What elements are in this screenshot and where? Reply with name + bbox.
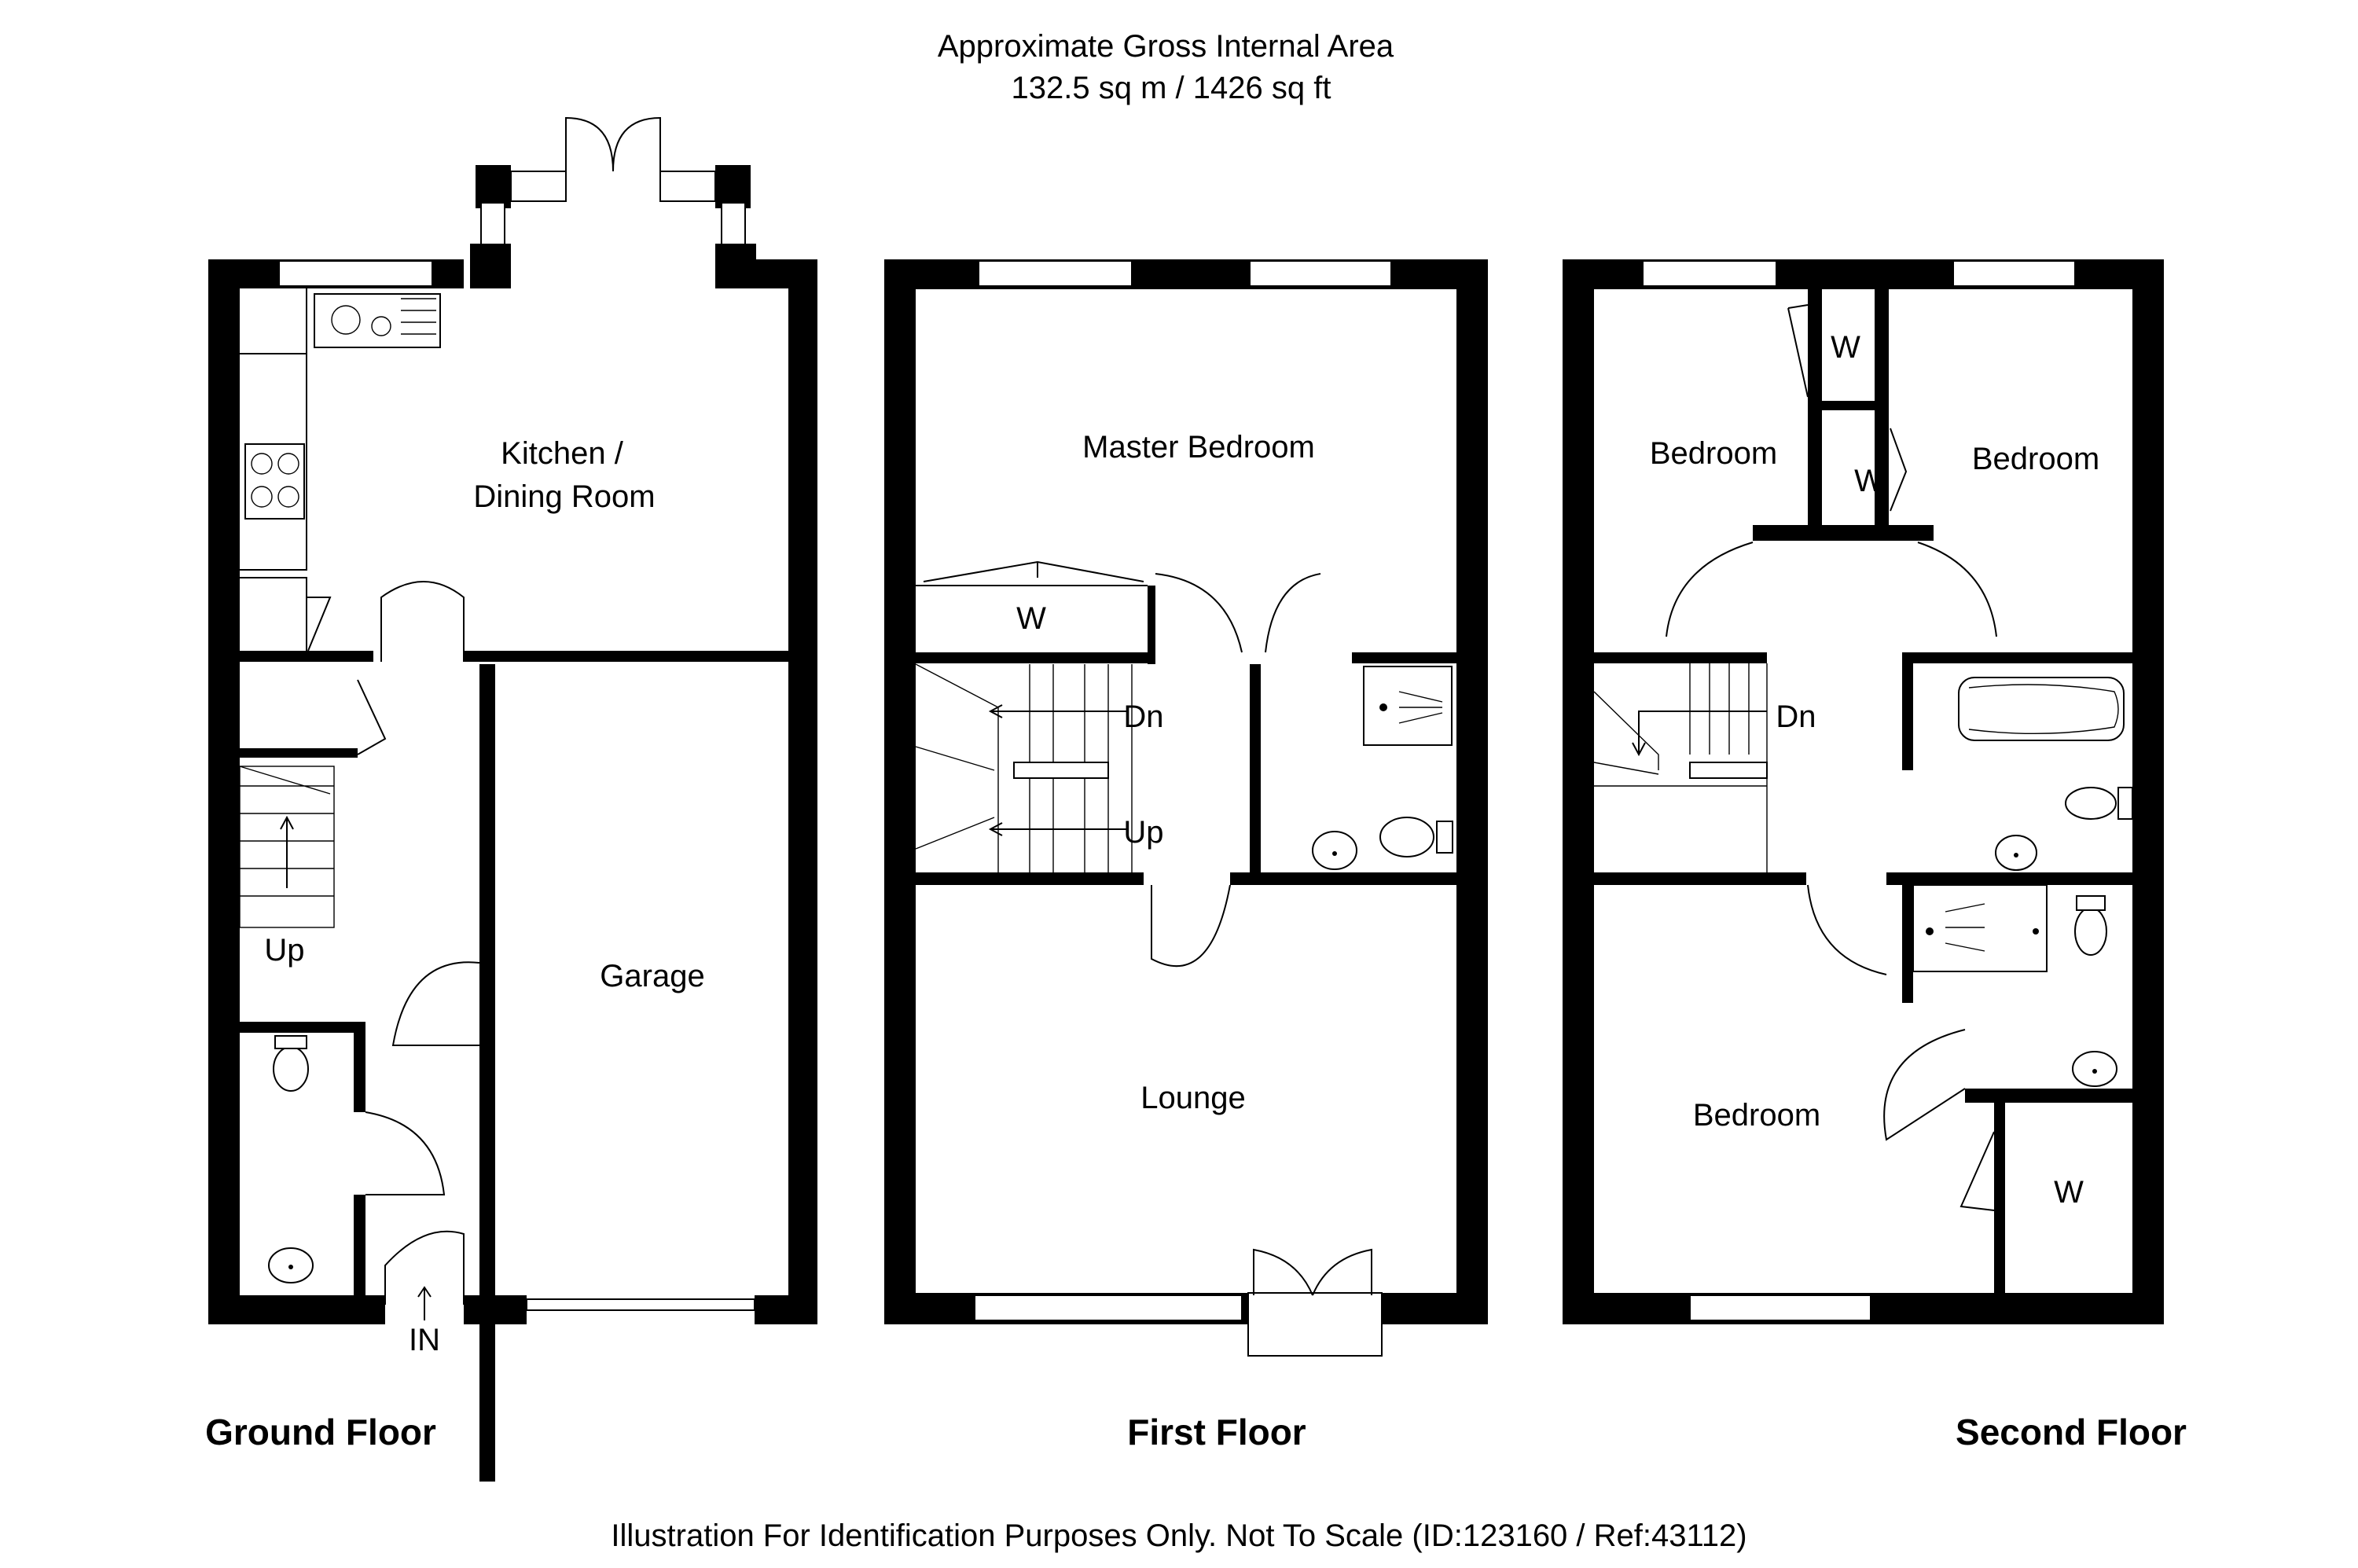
second-floor-plan — [1563, 259, 2164, 1324]
first-floor-plan — [884, 259, 1488, 1357]
second-floor-label: Second Floor — [1956, 1412, 2187, 1452]
first-floor-label: First Floor — [1127, 1412, 1306, 1452]
entrance-label: IN — [409, 1323, 440, 1357]
area-value: 132.5 sq m / 1426 sq ft — [1012, 71, 1331, 105]
second-wardrobe-a-label: W — [1831, 330, 1860, 365]
disclaimer-text: Illustration For Identification Purposes… — [611, 1518, 1746, 1553]
kitchen-label-line2: Dining Room — [473, 479, 655, 514]
second-bedroom-right-label: Bedroom — [1972, 442, 2099, 476]
second-wardrobe-c-label: W — [2054, 1175, 2084, 1210]
second-bedroom-main-label: Bedroom — [1693, 1098, 1820, 1133]
area-title: Approximate Gross Internal Area — [938, 29, 1394, 64]
ground-stairs-up-label: Up — [264, 933, 304, 968]
garage-label: Garage — [600, 959, 704, 993]
kitchen-label-line1: Kitchen / — [501, 436, 624, 471]
second-wardrobe-b-label: W — [1854, 464, 1884, 498]
second-stairs-down-label: Dn — [1776, 700, 1816, 734]
lounge-label: Lounge — [1140, 1081, 1245, 1115]
first-wardrobe-label: W — [1016, 601, 1046, 636]
first-stairs-down-label: Dn — [1123, 700, 1163, 734]
second-bedroom-left-label: Bedroom — [1650, 436, 1777, 471]
first-stairs-up-label: Up — [1123, 815, 1163, 850]
ground-floor-label: Ground Floor — [205, 1412, 436, 1452]
master-bedroom-label: Master Bedroom — [1082, 430, 1315, 465]
ground-floor-plan — [208, 116, 817, 1482]
